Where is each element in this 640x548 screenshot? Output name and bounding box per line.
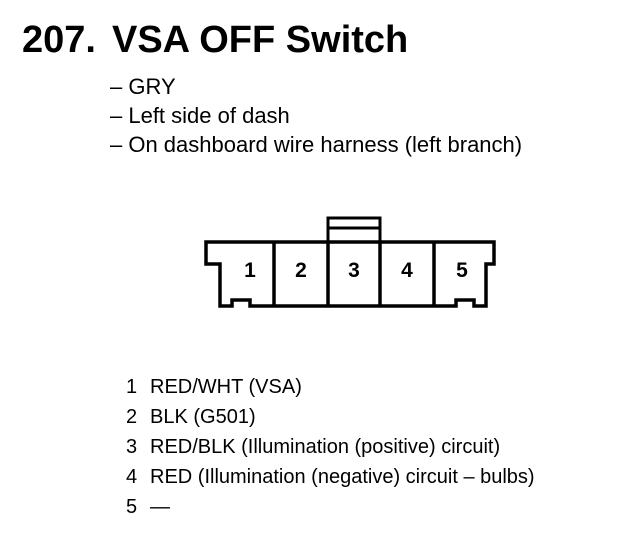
- cavity-number-3: 3: [348, 259, 360, 282]
- cavity-number-2: 2: [295, 259, 307, 282]
- pin-number: 5: [126, 496, 138, 518]
- info-harness: – On dashboard wire harness (left branch…: [110, 132, 523, 157]
- pin-row: 5—: [126, 492, 535, 522]
- pin-description: BLK (G501): [150, 406, 256, 428]
- pin-description: RED/BLK (Illumination (positive) circuit…: [150, 436, 501, 458]
- pin-row: 4 RED (Illumination (negative) circuit – …: [126, 462, 535, 492]
- cavity-number-4: 4: [401, 259, 413, 282]
- connector-diagram: 1 2 3 4 5: [204, 216, 496, 308]
- cavity-number-1: 1: [244, 259, 256, 282]
- connector-lock-tab: [326, 216, 382, 244]
- info-location: – Left side of dash: [110, 103, 290, 128]
- info-color: – GRY: [110, 74, 176, 99]
- pin-number: 3: [126, 436, 138, 458]
- pin-row: 3 RED/BLK (Illumination (positive) circui…: [126, 432, 535, 462]
- pin-number: 1: [126, 376, 138, 398]
- title-number: 207.: [22, 19, 96, 61]
- pin-description: —: [150, 496, 170, 518]
- pin-assignment-list: 1 RED/WHT (VSA) 2 BLK (G501) 3 RED/BLK (Ill…: [126, 372, 535, 522]
- pin-number: 4: [126, 466, 138, 488]
- connector-info-list: – GRY – Left side of dash – On dashboard…: [110, 72, 522, 159]
- page-title: 207. VSA OFF Switch: [22, 16, 408, 64]
- cavity-number-5: 5: [456, 259, 468, 282]
- pin-description: RED/WHT (VSA): [150, 376, 302, 398]
- connector-housing: [204, 240, 496, 308]
- title-text: VSA OFF Switch: [111, 19, 409, 61]
- pin-description: RED (Illumination (negative) circuit – b…: [150, 466, 535, 488]
- pin-row: 1 RED/WHT (VSA): [126, 372, 535, 402]
- pin-number: 2: [126, 406, 138, 428]
- pin-row: 2 BLK (G501): [126, 402, 535, 432]
